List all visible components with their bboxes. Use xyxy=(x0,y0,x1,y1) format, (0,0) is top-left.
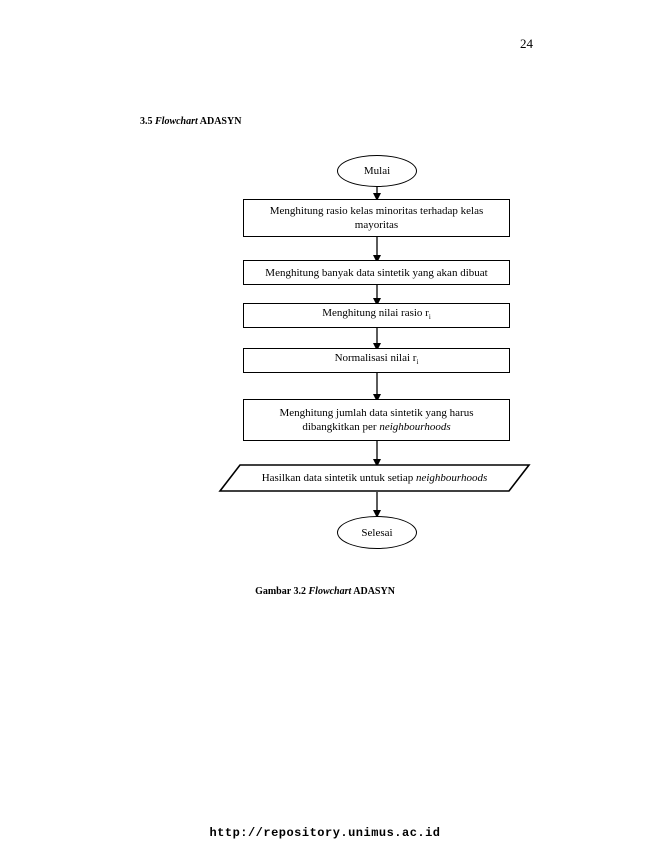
caption-suffix: ADASYN xyxy=(353,586,395,597)
step5-text: Menghitung jumlah data sintetik yang har… xyxy=(279,407,474,433)
step1-label: Menghitung rasio kelas minoritas terhada… xyxy=(269,205,484,231)
output-label-wrapper: Hasilkan data sintetik untuk setiap neig… xyxy=(220,465,529,491)
step2-label: Menghitung banyak data sintetik yang aka… xyxy=(265,266,488,279)
step-normalize-ri: Normalisasi nilai ri xyxy=(243,348,510,373)
step4-subscript: i xyxy=(416,358,419,367)
section-title-rest: ADASYN xyxy=(199,116,242,127)
step-count-per-neighbourhood: Menghitung jumlah data sintetik yang har… xyxy=(243,399,510,441)
step-count-synthetic: Menghitung banyak data sintetik yang aka… xyxy=(243,260,510,285)
caption-prefix: Gambar 3.2 xyxy=(255,586,306,597)
step4-label: Normalisasi nilai ri xyxy=(335,351,419,369)
step4-text: Normalisasi nilai r xyxy=(334,352,417,365)
step-ratio-ri: Menghitung nilai rasio ri xyxy=(243,303,510,328)
end-label: Selesai xyxy=(361,526,393,539)
end-terminator: Selesai xyxy=(337,516,417,549)
figure-caption: Gambar 3.2 Flowchart ADASYN xyxy=(0,586,650,597)
step3-label: Menghitung nilai rasio ri xyxy=(322,306,431,324)
page-number: 24 xyxy=(520,36,533,51)
caption-italic: Flowchart xyxy=(308,586,352,597)
step3-subscript: i xyxy=(428,313,431,322)
step3-text: Menghitung nilai rasio r xyxy=(322,307,429,320)
start-terminator: Mulai xyxy=(337,155,417,187)
section-number: 3.5 xyxy=(140,116,153,127)
section-title-italic: Flowchart xyxy=(155,116,198,127)
footer-url: http://repository.unimus.ac.id xyxy=(209,826,441,840)
output-text: Hasilkan data sintetik untuk setiap xyxy=(261,472,416,484)
step5-italic: neighbourhoods xyxy=(379,421,451,433)
output-parallelogram xyxy=(218,464,531,492)
start-label: Mulai xyxy=(363,165,391,177)
output-label: Hasilkan data sintetik untuk setiap neig… xyxy=(262,472,488,484)
output-italic: neighbourhoods xyxy=(415,472,488,484)
section-heading: 3.5 Flowchart ADASYN xyxy=(140,116,241,127)
step5-label: Menghitung jumlah data sintetik yang har… xyxy=(254,406,499,434)
step-ratio-minority-majority: Menghitung rasio kelas minoritas terhada… xyxy=(243,199,510,237)
